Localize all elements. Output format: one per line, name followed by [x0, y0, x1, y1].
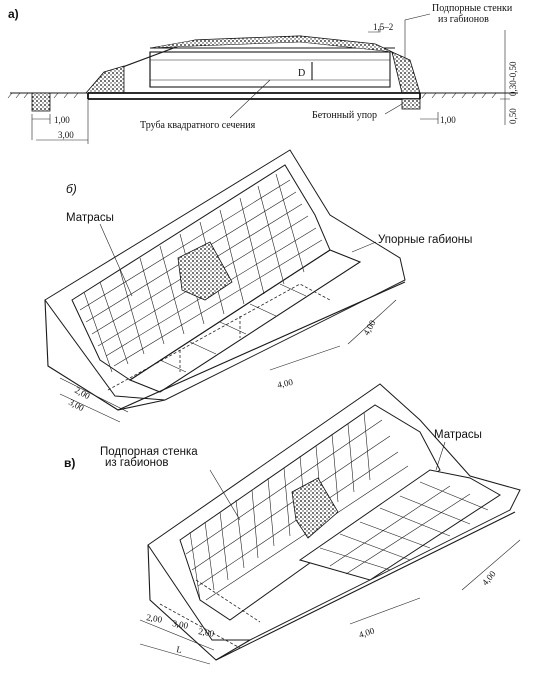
mattresses-leader-v [435, 441, 446, 471]
mattress-grid-v [319, 481, 489, 575]
retaining-wall-label-1: Подпорная стенка [100, 446, 198, 458]
dim-400-v-a: 4,00 [358, 625, 377, 640]
dim-030-050: 0,30-0,50 [508, 61, 518, 96]
pipe-inner-line [150, 59, 390, 81]
stop-gabion-row-b [128, 249, 362, 393]
crest-riprap [149, 35, 393, 53]
dim-line-100-right [420, 112, 439, 124]
pipe-label: Труба квадратного сечения [140, 120, 256, 131]
right-gabion-wall [391, 51, 421, 94]
dim-400-v-b: 4,00 [480, 568, 498, 587]
concrete-stop-leader [384, 103, 403, 115]
dim-line-b-left [59, 377, 129, 423]
dim-L-v: L [176, 644, 183, 655]
retaining-walls-label-1: Подпорные стенки [432, 3, 513, 14]
dim-300: 3,00 [58, 130, 74, 140]
section-v-isometric: в) Подпорная стенка из габионов Матрасы … [64, 383, 521, 665]
embankment-edge-v-front [147, 544, 251, 661]
retaining-walls-label-2: из габионов [438, 14, 489, 25]
section-v-label: в) [64, 456, 75, 470]
dim-200-v-b: 2,00 [198, 626, 216, 639]
diameter-label: D [298, 68, 305, 79]
stop-gabions-leader [351, 241, 377, 253]
right-foundation-block [401, 98, 421, 110]
dim-line-100-left [31, 99, 89, 144]
section-b-label: б) [66, 182, 77, 196]
retaining-walls-leader [404, 13, 431, 60]
dim-line-v-bottom [139, 619, 215, 665]
mattresses-label-v: Матрасы [434, 429, 482, 441]
concrete-base [87, 92, 421, 100]
square-pipe [149, 51, 391, 88]
dim-100-right: 1,00 [440, 115, 456, 125]
left-gabion-wall [85, 65, 125, 94]
buried-gabion-outline-b [107, 283, 331, 391]
section-a-label: а) [8, 7, 19, 21]
pipe-opening-b [177, 241, 233, 301]
concrete-stop-label: Бетонный упор [312, 110, 377, 121]
retaining-wall-label-2: из габионов [105, 457, 169, 469]
dim-300-v: 3,00 [172, 618, 190, 631]
dim-line-b-400-b [347, 299, 397, 345]
dim-050: 0,50 [508, 108, 518, 124]
dim-line-b-400-a [269, 345, 341, 371]
dim-100-left: 1,00 [54, 115, 70, 125]
section-a-cross-section: а) D 1,5–2 Подпорные стенки [7, 3, 518, 144]
dim-vertical-right [500, 30, 510, 125]
retaining-wall-leader [209, 469, 241, 521]
buried-outline-v [159, 579, 261, 649]
stop-gabions-label: Упорные габионы [378, 234, 472, 246]
left-foundation-block [31, 92, 51, 112]
section-b-isometric: б) Матрасы Упорные габионы 2,00 3,00 4,0… [44, 149, 472, 423]
ground-hatch [7, 92, 497, 99]
slope-label: 1,5–2 [373, 22, 393, 32]
slope-indicator [368, 26, 381, 33]
pipe-opening-v [291, 477, 339, 539]
embankment-edge-b-front [44, 299, 166, 411]
dim-line-v-400-b [461, 539, 521, 591]
pipe-leader [229, 79, 271, 119]
dim-line-v-400-a [349, 597, 421, 625]
dim-400-b-a: 4,00 [276, 377, 294, 390]
mattresses-label-b: Матрасы [66, 212, 114, 224]
stop-gabion-divisions-b [159, 283, 307, 373]
dim-400-b-b: 4,00 [361, 318, 378, 337]
mattresses-leader-b [99, 223, 133, 297]
dim-200-v-a: 2,00 [146, 612, 164, 625]
embankment-edge-v-bottom [215, 511, 516, 661]
dim-300-b: 3,00 [67, 397, 86, 413]
